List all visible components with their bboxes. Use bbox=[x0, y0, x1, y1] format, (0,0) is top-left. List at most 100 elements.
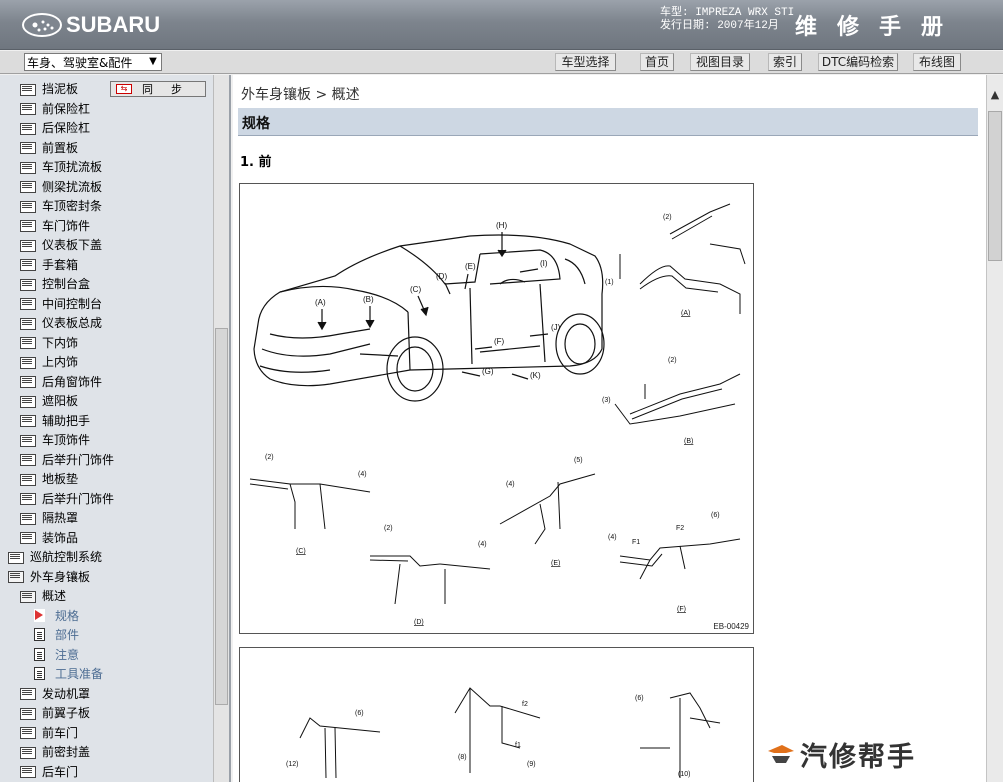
tree-item-label: 下内饰 bbox=[42, 335, 79, 350]
subaru-emblem-icon bbox=[22, 13, 62, 37]
tree-item[interactable]: 后保险杠 bbox=[20, 118, 90, 137]
tree-item-label: 前置板 bbox=[42, 140, 79, 155]
car-info: 车型: IMPREZA WRX STI 发行日期: 2007年12月 bbox=[660, 7, 794, 33]
tree-item[interactable]: 手套箱 bbox=[20, 255, 78, 274]
section-select[interactable]: 车身、驾驶室&配件 ▼ bbox=[24, 53, 162, 71]
sync-button[interactable]: ⇆ 同步 bbox=[110, 81, 206, 97]
scroll-up-icon[interactable]: ▲ bbox=[990, 88, 1000, 101]
tree-item[interactable]: 上内饰 bbox=[20, 352, 78, 371]
model-select-button[interactable]: 车型选择 bbox=[555, 53, 616, 71]
number-label: (9) bbox=[527, 761, 536, 768]
detail-label: (C) bbox=[296, 548, 306, 555]
tree-item[interactable]: 部件 bbox=[34, 625, 79, 644]
tree-item-label: 外车身镶板 bbox=[30, 569, 91, 584]
breadcrumb: 外车身镶板 > 概述 bbox=[241, 87, 360, 103]
tree-item[interactable]: 装饰品 bbox=[20, 528, 78, 547]
folder-icon bbox=[20, 707, 36, 720]
callout-label: (E) bbox=[465, 262, 476, 271]
folder-icon bbox=[20, 492, 36, 505]
tree-item[interactable]: 车门饰件 bbox=[20, 216, 90, 235]
number-label: (3) bbox=[602, 397, 611, 404]
number-label: f2 bbox=[522, 701, 528, 708]
tree-item-label: 后角窗饰件 bbox=[42, 374, 103, 389]
number-label: (4) bbox=[358, 471, 367, 478]
tree-item-label: 前翼子板 bbox=[42, 706, 91, 720]
tree-item[interactable]: 车顶扰流板 bbox=[20, 157, 102, 176]
tree-item[interactable]: 工具准备 bbox=[34, 664, 103, 683]
number-label: (6) bbox=[711, 512, 720, 519]
tree-item[interactable]: 前置板 bbox=[20, 138, 78, 157]
folder-icon bbox=[20, 395, 36, 408]
content-scroll-thumb[interactable] bbox=[988, 111, 1002, 261]
wiring-diagram-button[interactable]: 布线图 bbox=[913, 53, 961, 71]
tree-item[interactable]: 侧梁扰流板 bbox=[20, 177, 102, 196]
folder-icon bbox=[20, 83, 36, 96]
tree-item-label: 后举升门饰件 bbox=[42, 452, 115, 467]
tree-item[interactable]: 下内饰 bbox=[20, 333, 78, 352]
tree-item[interactable]: 概述 bbox=[20, 586, 66, 605]
number-label: (2) bbox=[265, 454, 274, 461]
detail-figure-2: (6) (12) (8) (9) f1 f2 (6) (10) bbox=[239, 647, 754, 782]
number-label: F1 bbox=[632, 539, 640, 546]
folder-icon bbox=[20, 356, 36, 369]
tree-item[interactable]: 规格 bbox=[34, 606, 79, 625]
tree-item[interactable]: 地板垫 bbox=[20, 469, 78, 488]
sync-label: 同步 bbox=[142, 83, 200, 96]
folder-icon bbox=[20, 200, 36, 213]
tree-item[interactable]: 后角窗饰件 bbox=[20, 372, 102, 391]
tree-item-label: 手套箱 bbox=[42, 257, 79, 272]
folder-icon bbox=[20, 512, 36, 525]
sidebar-scrollbar[interactable] bbox=[213, 75, 229, 782]
tree-item[interactable]: 前车门 bbox=[20, 723, 78, 742]
callout-label: (J) bbox=[551, 323, 561, 332]
tree-item-label: 后举升门饰件 bbox=[42, 491, 115, 506]
tree-item[interactable]: 车顶密封条 bbox=[20, 196, 102, 215]
tree-item[interactable]: 外车身镶板 bbox=[8, 567, 90, 586]
tree-item[interactable]: 隔热罩 bbox=[20, 508, 78, 527]
tree-item[interactable]: 仪表板下盖 bbox=[20, 235, 102, 254]
tree-item[interactable]: 前保险杠 bbox=[20, 99, 90, 118]
tree-item[interactable]: 控制台盒 bbox=[20, 274, 90, 293]
number-label: (4) bbox=[608, 534, 617, 541]
tree-item[interactable]: 挡泥板 bbox=[20, 79, 78, 98]
folder-icon bbox=[20, 473, 36, 486]
tree-item[interactable]: 仪表板总成 bbox=[20, 313, 102, 332]
folder-icon bbox=[20, 434, 36, 447]
sync-icon: ⇆ bbox=[116, 84, 132, 94]
number-label: (4) bbox=[478, 541, 487, 548]
content-scrollbar[interactable]: ▲ bbox=[986, 75, 1003, 782]
tree-item[interactable]: 后举升门饰件 bbox=[20, 450, 114, 469]
tree-item[interactable]: 巡航控制系统 bbox=[8, 547, 102, 566]
tree-item[interactable]: 前密封盖 bbox=[20, 742, 90, 761]
view-catalog-button[interactable]: 视图目录 bbox=[690, 53, 750, 71]
sidebar-scroll-thumb[interactable] bbox=[215, 328, 228, 705]
dtc-search-button[interactable]: DTC编码检索 bbox=[818, 53, 898, 71]
folder-icon bbox=[20, 122, 36, 135]
tree-item[interactable]: 中间控制台 bbox=[20, 294, 102, 313]
folder-icon bbox=[20, 687, 36, 700]
tree-item[interactable]: 遮阳板 bbox=[20, 391, 78, 410]
callout-label: (G) bbox=[482, 367, 494, 376]
tree-item[interactable]: 前翼子板 bbox=[20, 703, 90, 722]
tree-item-label: 车顶密封条 bbox=[42, 199, 103, 213]
number-label: (2) bbox=[668, 357, 677, 364]
folder-icon bbox=[20, 219, 36, 232]
tree-item[interactable]: 辅助把手 bbox=[20, 411, 90, 430]
home-button[interactable]: 首页 bbox=[640, 53, 674, 71]
index-button[interactable]: 索引 bbox=[768, 53, 802, 71]
folder-icon bbox=[20, 239, 36, 252]
document-icon bbox=[34, 667, 45, 680]
tree-item[interactable]: 车顶饰件 bbox=[20, 430, 90, 449]
tree-item-label: 车顶扰流板 bbox=[42, 160, 103, 174]
tree-item[interactable]: 后举升门饰件 bbox=[20, 489, 114, 508]
tree-item[interactable]: 后车门 bbox=[20, 762, 78, 781]
folder-icon bbox=[20, 141, 36, 154]
tree-item-label: 仪表板下盖 bbox=[42, 238, 103, 252]
tree-item[interactable]: 注意 bbox=[34, 645, 79, 664]
chevron-down-icon[interactable]: ▼ bbox=[146, 55, 160, 69]
tree-item[interactable]: 发动机罩 bbox=[20, 684, 90, 703]
detail-label: (F) bbox=[677, 606, 686, 613]
tree-item-label: 挡泥板 bbox=[42, 82, 79, 96]
tree-item-label: 发动机罩 bbox=[42, 686, 91, 701]
tree-item-label: 概述 bbox=[42, 589, 67, 603]
